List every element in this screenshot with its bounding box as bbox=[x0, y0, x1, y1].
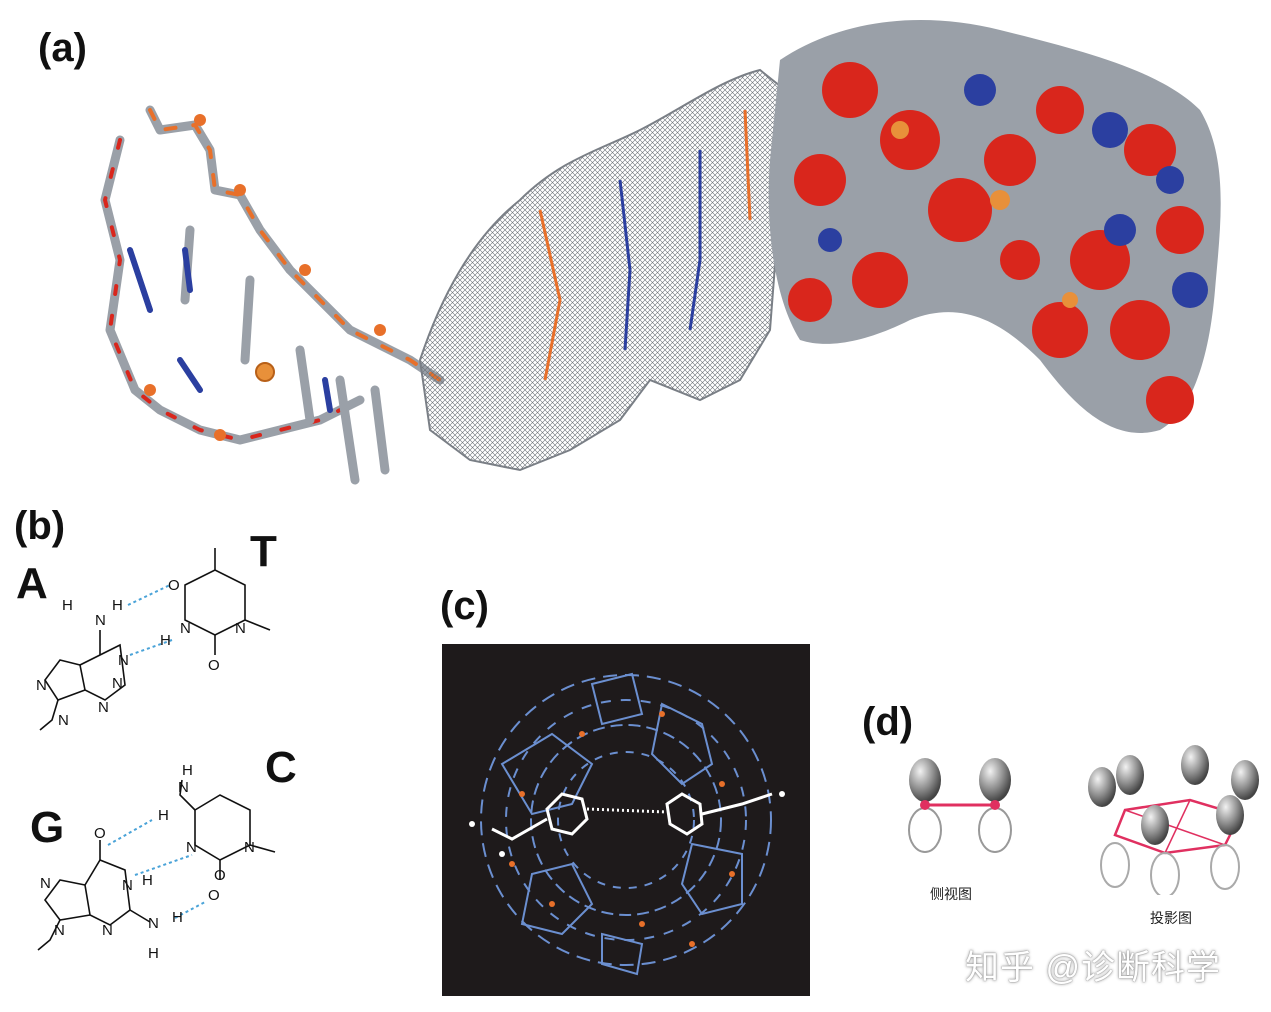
base-pair-diagram: N H H O H N N O N N N N N H N H N N O O … bbox=[36, 548, 276, 962]
protein-surface-model bbox=[768, 20, 1221, 433]
atom-h: H bbox=[62, 597, 73, 614]
watermark: 知乎 @诊断科学 bbox=[965, 949, 1221, 987]
panel-b-label: (b) bbox=[14, 504, 66, 548]
atom-o: O bbox=[214, 867, 226, 884]
base-label-g: G bbox=[30, 803, 65, 852]
atom-n: N bbox=[122, 877, 133, 894]
base-label-t: T bbox=[250, 527, 277, 576]
atom-h: H bbox=[142, 872, 153, 889]
electron-density-mesh bbox=[418, 68, 787, 472]
dna-protein-structure bbox=[100, 20, 1221, 485]
atom-o: O bbox=[208, 887, 220, 904]
base-label-a: A bbox=[16, 559, 48, 608]
atom-n: N bbox=[58, 712, 69, 729]
atom-h: H bbox=[160, 632, 171, 649]
atom-o: O bbox=[168, 577, 180, 594]
atom-n: N bbox=[102, 922, 113, 939]
atom-n: N bbox=[112, 675, 123, 692]
atom-h: H bbox=[182, 762, 193, 779]
atom-n: N bbox=[98, 699, 109, 716]
pi-orbital-diagram bbox=[908, 745, 1259, 895]
atom-h: H bbox=[112, 597, 123, 614]
panel-c-label: (c) bbox=[440, 584, 489, 628]
atom-h: H bbox=[158, 807, 169, 824]
side-view-orbitals bbox=[908, 758, 1012, 853]
atom-o: O bbox=[94, 825, 106, 842]
projection-orbitals bbox=[1088, 745, 1259, 895]
panel-d-label: (d) bbox=[862, 700, 914, 744]
atom-n: N bbox=[235, 620, 246, 637]
atom-n: N bbox=[244, 839, 255, 856]
atom-n: N bbox=[36, 677, 47, 694]
atom-n: N bbox=[118, 652, 129, 669]
base-label-c: C bbox=[265, 743, 297, 792]
panel-a-label: (a) bbox=[38, 26, 87, 70]
crystal-structure bbox=[442, 644, 810, 996]
projection-caption: 投影图 bbox=[1150, 910, 1192, 926]
atom-h: H bbox=[148, 945, 159, 962]
atom-n: N bbox=[95, 612, 106, 629]
side-view-caption: 侧视图 bbox=[930, 886, 972, 902]
atom-o: O bbox=[208, 657, 220, 674]
atom-n: N bbox=[54, 922, 65, 939]
atom-n: N bbox=[40, 875, 51, 892]
atom-h: H bbox=[172, 909, 183, 926]
atom-n: N bbox=[180, 620, 191, 637]
dna-stick-model bbox=[100, 105, 445, 485]
atom-n: N bbox=[178, 779, 189, 796]
atom-n: N bbox=[186, 839, 197, 856]
atom-n: N bbox=[148, 915, 159, 932]
